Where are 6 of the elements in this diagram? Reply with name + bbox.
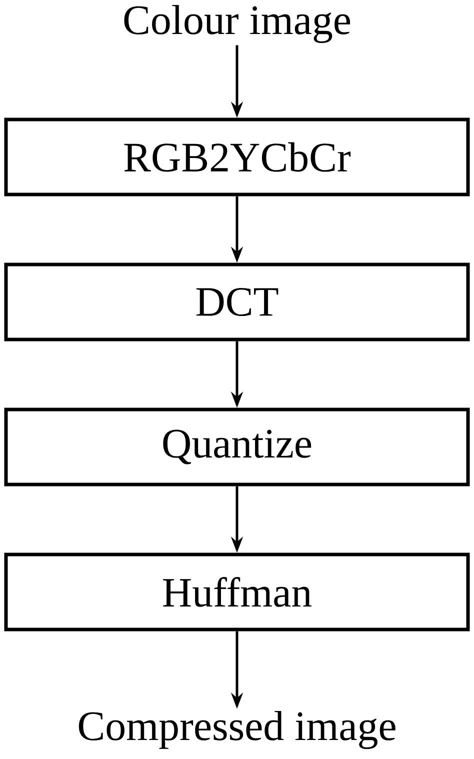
process-box: RGB2YCbCr bbox=[4, 118, 470, 196]
text-label: Compressed image bbox=[78, 710, 396, 750]
process-box: Huffman bbox=[4, 552, 470, 632]
process-box: Quantize bbox=[4, 408, 470, 486]
text-label: Colour image bbox=[124, 4, 350, 44]
process-box: DCT bbox=[4, 262, 470, 342]
